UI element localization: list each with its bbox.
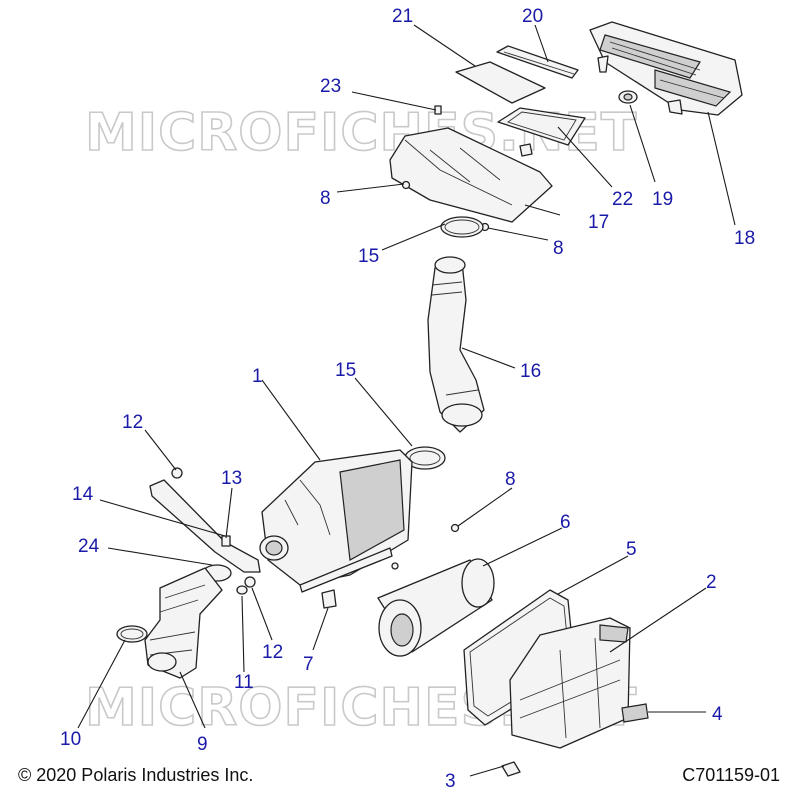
callout-24: 24 (78, 536, 100, 557)
callout-14: 14 (72, 484, 94, 505)
breather-tube[interactable] (149, 479, 261, 573)
intake-grille-panel[interactable] (589, 21, 743, 116)
callout-8-lower: 8 (505, 469, 516, 490)
callout-19: 19 (652, 189, 673, 210)
callout-15-upper: 15 (358, 246, 379, 267)
callout-18: 18 (734, 228, 755, 249)
callout-5: 5 (626, 539, 637, 560)
callout-11: 11 (234, 672, 254, 693)
callout-23: 23 (320, 76, 341, 97)
callout-7: 7 (303, 654, 314, 675)
pre-filter-screen[interactable] (497, 107, 586, 146)
air-box-cover[interactable] (509, 617, 631, 749)
callout-2: 2 (706, 572, 717, 593)
clamp-elbow-lower[interactable] (116, 625, 148, 643)
washer[interactable] (236, 585, 248, 595)
callout-15-lower: 15 (335, 360, 356, 381)
callout-8-upper: 8 (320, 188, 331, 209)
screw-lower[interactable] (450, 523, 460, 533)
callout-10: 10 (60, 729, 81, 750)
foam-seal-strip[interactable] (496, 45, 579, 79)
diagram-code: C701159-01 (682, 765, 780, 785)
callout-6: 6 (560, 512, 571, 533)
callout-13: 13 (221, 468, 242, 489)
intake-duct[interactable] (389, 127, 553, 223)
screw-upper[interactable] (401, 180, 411, 190)
callout-3: 3 (445, 771, 456, 792)
drain-valve[interactable] (321, 589, 337, 609)
warning-label[interactable] (621, 703, 649, 723)
elbow-hose[interactable] (144, 567, 223, 679)
callout-20: 20 (522, 6, 543, 27)
callout-21: 21 (392, 6, 413, 27)
grommet[interactable] (618, 90, 638, 104)
breather-fitting-upper[interactable] (171, 467, 183, 479)
callout-22: 22 (612, 189, 633, 210)
callout-12-upper: 12 (122, 412, 143, 433)
air-filter-element[interactable] (377, 558, 495, 657)
intake-hose[interactable] (427, 256, 485, 433)
copyright-notice: © 2020 Polaris Industries Inc. (18, 765, 254, 785)
leader-lines (77, 24, 736, 777)
callout-9: 9 (197, 734, 208, 755)
callout-17: 17 (588, 212, 609, 233)
breather-fitting-lower[interactable] (244, 576, 256, 588)
callout-12-lower: 12 (262, 642, 283, 663)
callout-16: 16 (520, 361, 541, 382)
air-box-housing[interactable] (259, 449, 413, 593)
callout-8-duct: 8 (553, 238, 564, 259)
hose-clamp-upper[interactable] (440, 216, 484, 238)
callout-4: 4 (712, 704, 723, 725)
screw-housing[interactable] (391, 562, 399, 570)
callout-labels: 21 20 23 8 17 22 19 18 15 8 16 1 15 12 1… (60, 6, 755, 792)
hose-clamp-lower[interactable] (404, 446, 446, 470)
pre-filter-foam[interactable] (455, 61, 546, 104)
callout-1: 1 (252, 366, 263, 387)
latch-clip[interactable] (501, 761, 521, 777)
